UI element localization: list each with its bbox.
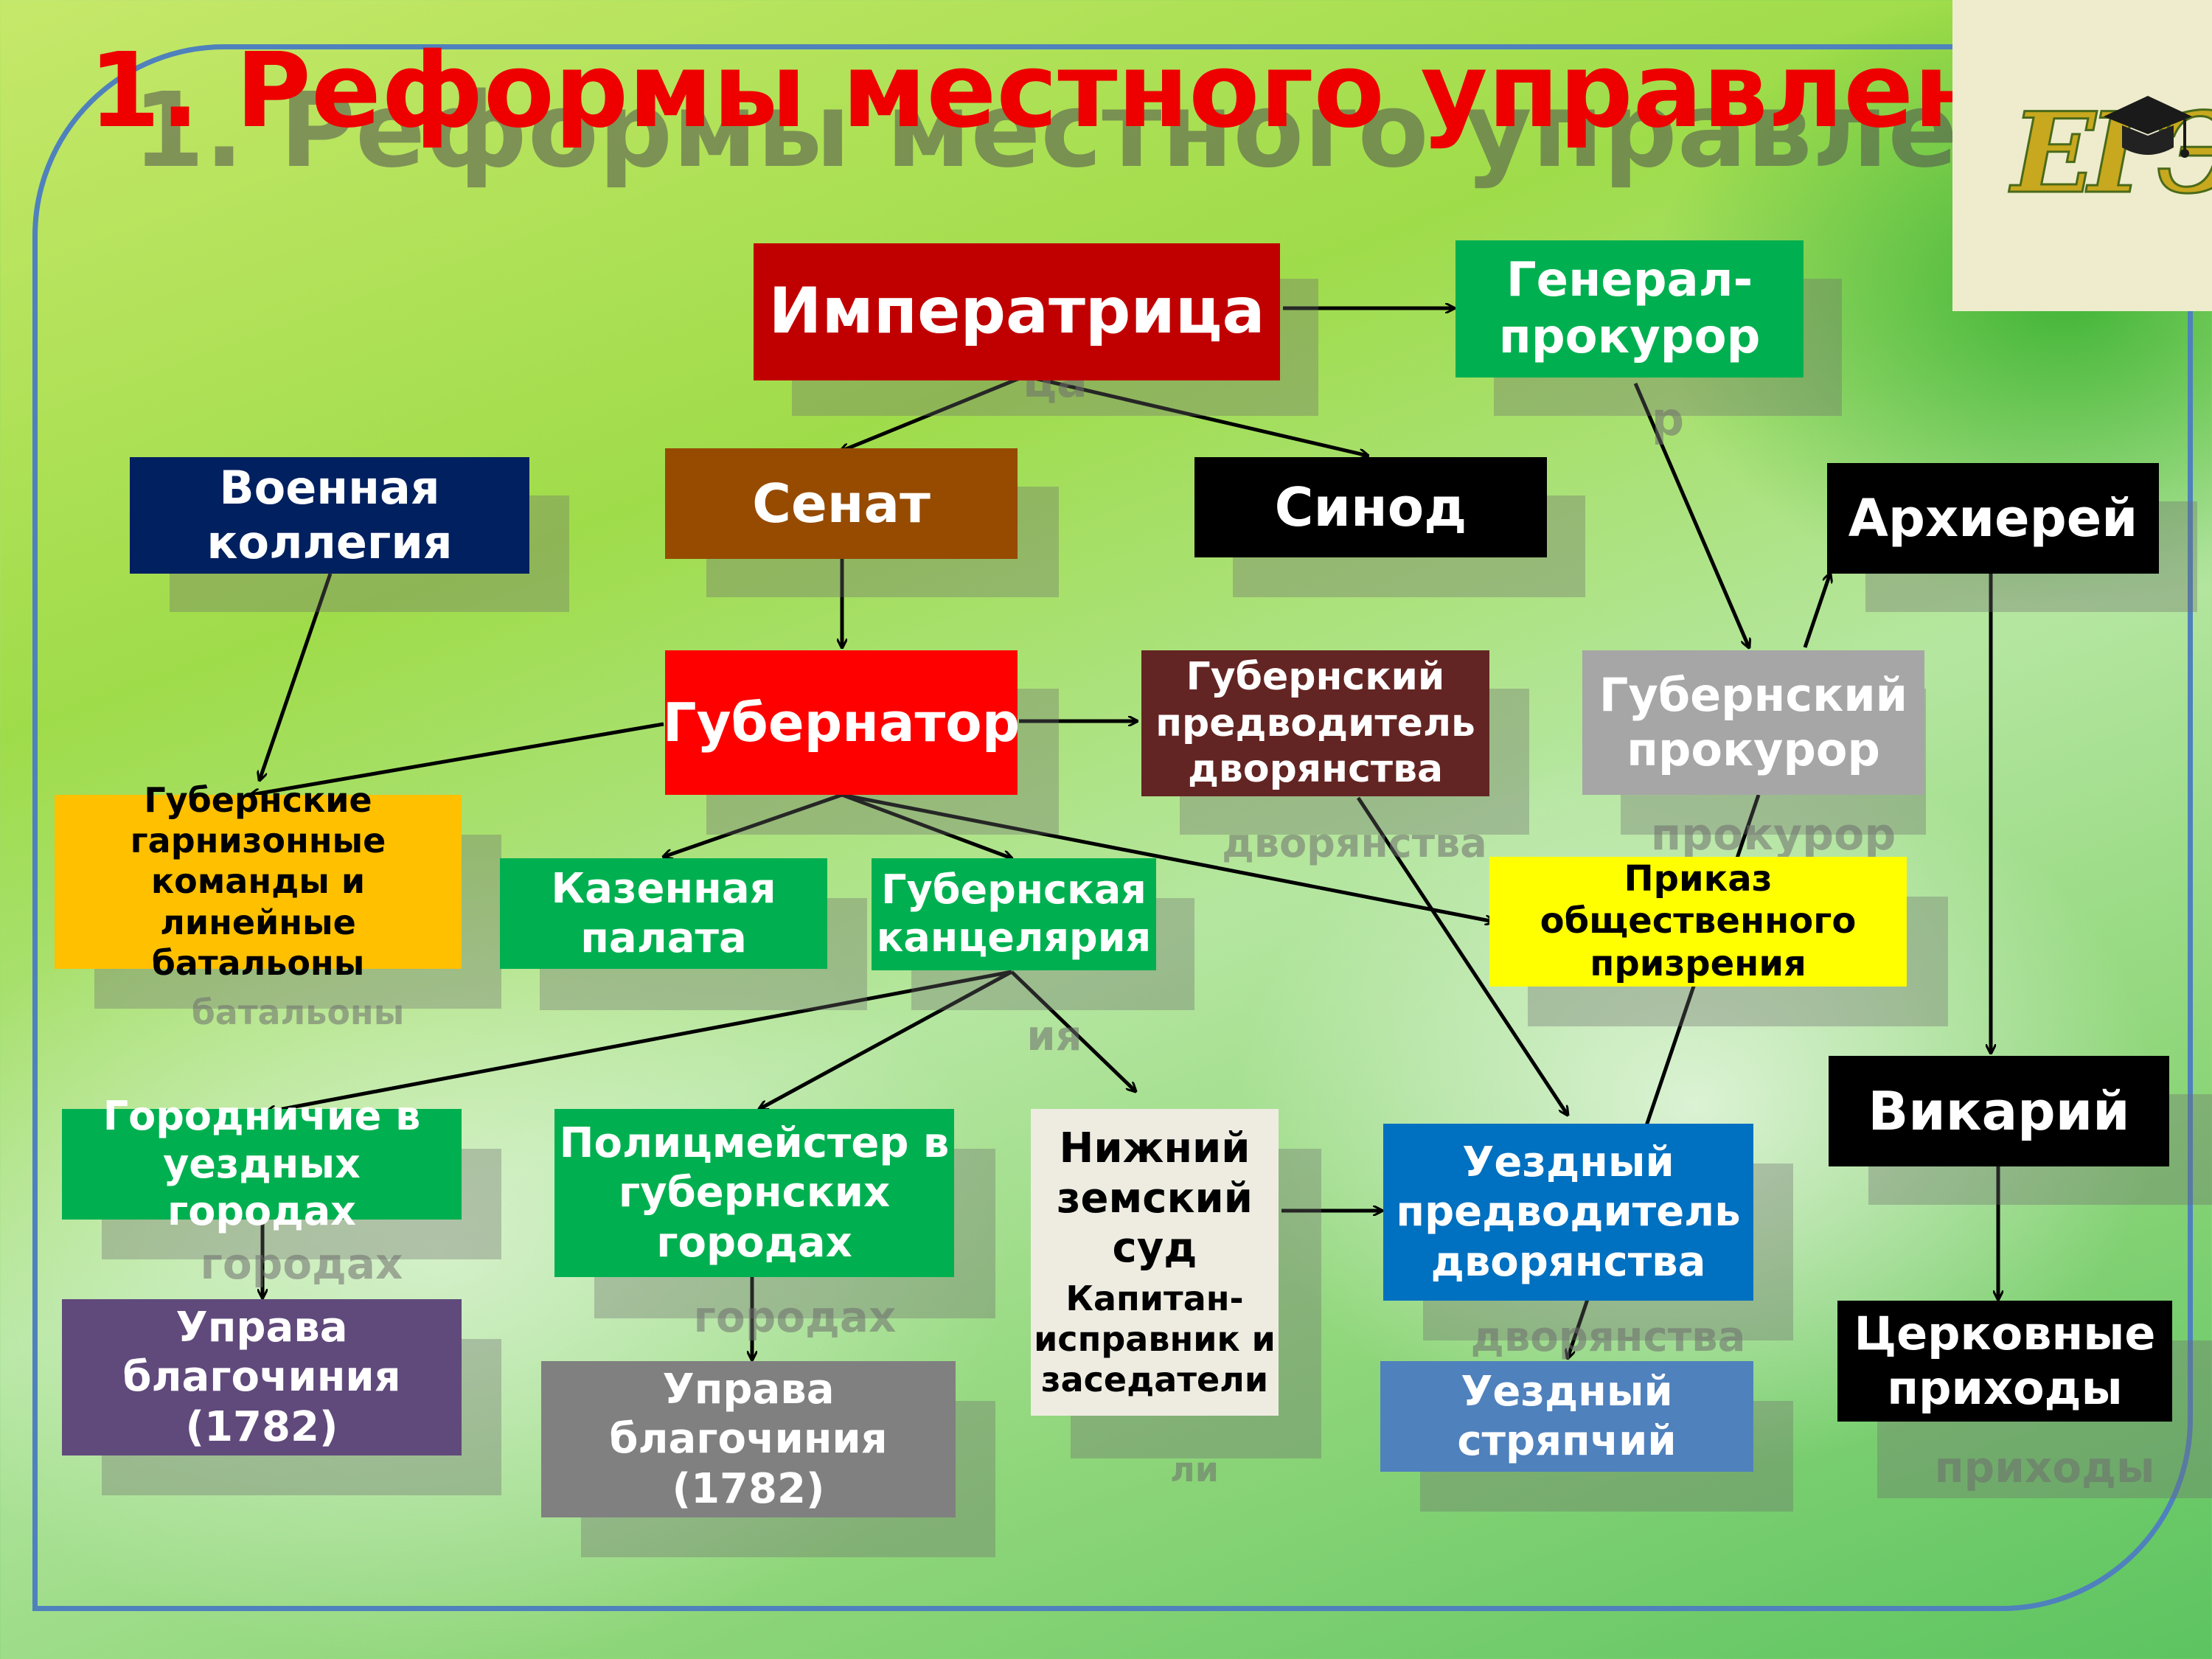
node-board-2: Управа благочиния (1782) — [541, 1361, 956, 1517]
node-governor-label: Губернатор — [663, 691, 1020, 754]
arrow-provincial-bishop — [1805, 574, 1830, 647]
node-military-collegium: Военная коллегия — [130, 457, 529, 574]
node-district-solicitor: Уездный стряпчий — [1380, 1361, 1753, 1472]
node-provincial-chancellery: Губернская канцелярия — [872, 858, 1156, 970]
node-treasury-chamber-label: Казенная палата — [500, 864, 827, 963]
node-garrison-teams-label: Губернские гарнизонные команды и линейны… — [55, 780, 462, 984]
node-provincial-prosecutor-label: Губернский прокурор — [1582, 668, 1924, 778]
node-prosecutor-general-label: Генерал-прокурор — [1455, 252, 1804, 366]
node-garrison-teams: Губернские гарнизонные команды и линейны… — [55, 795, 462, 969]
node-governor: Губернатор — [665, 650, 1018, 795]
node-empress: Императрица — [754, 243, 1280, 380]
node-treasury-chamber: Казенная палата — [500, 858, 827, 969]
node-bishop-label: Архиерей — [1848, 487, 2138, 549]
node-board-2-label: Управа благочиния (1782) — [541, 1365, 956, 1514]
node-empress-label: Императрица — [768, 274, 1265, 349]
node-public-charity: Приказ общественного призрения — [1489, 857, 1907, 987]
node-senate: Сенат — [665, 448, 1018, 559]
node-military-collegium-label: Военная коллегия — [130, 461, 529, 571]
node-district-marshal-label: Уездный предводитель дворянства — [1383, 1138, 1753, 1287]
node-synod-label: Синод — [1275, 476, 1467, 539]
node-mayors-label: Городничие в уездных городах — [62, 1093, 462, 1236]
node-provincial-prosecutor: Губернский прокурор — [1582, 650, 1924, 795]
node-vicar: Викарий — [1829, 1056, 2169, 1166]
node-district-solicitor-label: Уездный стряпчий — [1380, 1367, 1753, 1466]
node-senate-label: Сенат — [752, 472, 931, 535]
node-police-chiefs-label: Полицмейстер в губернских городах — [554, 1119, 954, 1267]
node-prosecutor-general: Генерал-прокурор — [1455, 240, 1804, 378]
node-parishes: Церковные приходы — [1837, 1301, 2172, 1422]
node-provincial-marshal: Губернский предводитель дворянства — [1141, 650, 1489, 796]
node-board-1-label: Управа благочиния (1782) — [62, 1303, 462, 1452]
node-public-charity-label: Приказ общественного призрения — [1489, 858, 1907, 986]
node-vicar-label: Викарий — [1868, 1079, 2129, 1143]
node-board-1: Управа благочиния (1782) — [62, 1299, 462, 1455]
node-parishes-label: Церковные приходы — [1837, 1307, 2172, 1416]
node-district-marshal: Уездный предводитель дворянства — [1383, 1124, 1753, 1301]
node-lower-court-label: Нижний земский суд — [1031, 1124, 1279, 1273]
node-lower-court: Нижний земский суд Капитан-исправник и з… — [1031, 1109, 1279, 1416]
node-provincial-chancellery-label: Губернская канцелярия — [872, 866, 1156, 962]
node-provincial-marshal-label: Губернский предводитель дворянства — [1141, 654, 1489, 792]
node-police-chiefs: Полицмейстер в губернских городах — [554, 1109, 954, 1277]
node-bishop: Архиерей — [1827, 463, 2159, 574]
node-synod: Синод — [1194, 457, 1547, 557]
node-lower-court-sublabel: Капитан-исправник и заседатели — [1031, 1279, 1279, 1401]
node-mayors: Городничие в уездных городах — [62, 1109, 462, 1220]
